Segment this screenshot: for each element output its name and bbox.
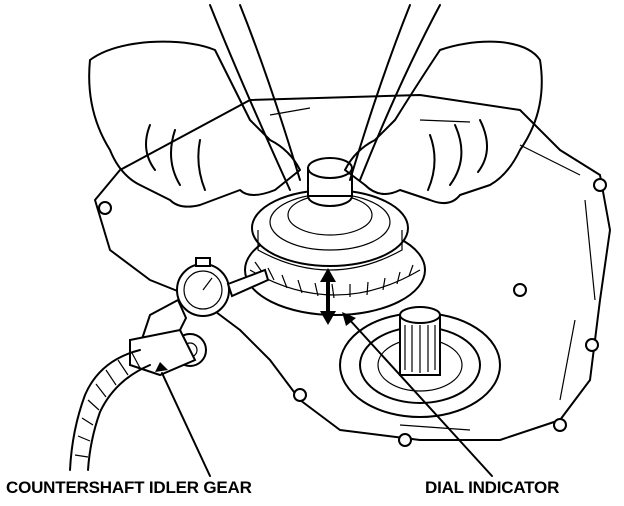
idler-gear-leader-line bbox=[161, 372, 211, 477]
dial-indicator-gauge bbox=[129, 257, 270, 377]
idler-gear-leader-arrowhead bbox=[155, 362, 168, 372]
dial-indicator-leader-line bbox=[347, 317, 493, 477]
countershaft-idler-gear bbox=[244, 157, 426, 316]
magnetic-stand-cable bbox=[69, 349, 151, 471]
countershaft-idler-gear-label: COUNTERSHAFT IDLER GEAR bbox=[6, 478, 252, 497]
dial-indicator-leader-arrowhead bbox=[342, 312, 356, 326]
mainshaft-assembly bbox=[339, 306, 501, 418]
hands bbox=[88, 4, 543, 208]
movement-arrow bbox=[320, 268, 336, 325]
dial-indicator-label: DIAL INDICATOR bbox=[425, 478, 560, 497]
